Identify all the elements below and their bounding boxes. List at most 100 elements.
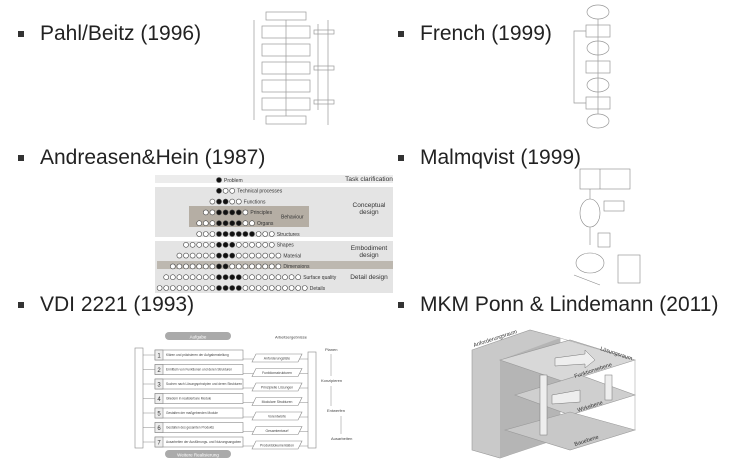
vdi-result-label: Funktionsstrukturen	[262, 371, 292, 375]
concept-node	[222, 188, 229, 194]
level-label: Structures	[277, 232, 300, 238]
bullet-icon	[398, 155, 404, 161]
concept-node	[275, 263, 282, 270]
concept-node	[302, 285, 308, 291]
phase-label: Task clarification	[345, 176, 393, 183]
concept-node	[222, 274, 229, 280]
concept-node	[229, 274, 235, 280]
concept-node	[242, 252, 249, 259]
vdi-phase: Planen	[325, 347, 337, 352]
concept-node	[202, 242, 209, 248]
concept-node	[236, 209, 242, 216]
concept-node	[269, 263, 275, 270]
vdi-start: Aufgabe	[190, 335, 207, 340]
concept-node	[269, 231, 275, 237]
concept-node	[169, 263, 176, 270]
concept-node	[169, 285, 176, 291]
concept-node	[275, 274, 282, 280]
concept-node	[236, 231, 242, 237]
vdi-phase: Entwerfen	[327, 408, 345, 413]
concept-node	[249, 231, 255, 237]
concept-node	[236, 198, 242, 205]
vdi-step-label: Klären und präzisieren der Aufgabenstell…	[166, 353, 229, 357]
vdi-phase: Konzipieren	[321, 378, 342, 383]
bullet-icon	[398, 31, 404, 37]
level-label: Dimensions	[283, 264, 310, 270]
level-label: Surface quality	[303, 275, 337, 281]
concept-node	[209, 274, 216, 280]
phase-label: Detail design	[350, 274, 388, 281]
concept-node	[209, 242, 216, 248]
concept-node	[189, 285, 196, 291]
concept-node	[236, 274, 242, 280]
concept-node	[209, 285, 216, 291]
bullet-icon	[18, 302, 24, 308]
concept-node	[242, 209, 249, 216]
phase-label: Conceptual design	[352, 202, 386, 216]
vdi-step-number: 5	[157, 412, 161, 418]
vdi-step-number: 2	[157, 368, 161, 374]
concept-node	[196, 285, 203, 291]
concept-node	[269, 274, 275, 280]
concept-node	[216, 209, 222, 216]
vdi-step-number: 1	[157, 354, 161, 360]
level-label: Functions	[244, 199, 266, 205]
concept-node	[262, 231, 268, 237]
bullet-icon	[398, 302, 404, 308]
level-label: Details	[310, 286, 326, 292]
vdi-results-header: Arbeitsergebnisse	[275, 335, 308, 340]
concept-node	[262, 285, 268, 291]
concept-node	[236, 263, 242, 270]
concept-node	[216, 231, 222, 237]
vdi-result	[251, 426, 303, 435]
concept-node	[242, 231, 249, 237]
mkm-diagram: Anforderungsraum Lösungsraum Funktionseb…	[471, 329, 637, 459]
vdi-step-number: 6	[157, 426, 161, 432]
vdi-result	[251, 397, 303, 406]
heading-text: VDI 2221 (1993)	[40, 293, 195, 316]
concept-node	[202, 252, 209, 259]
heading-pahl-beitz: Pahl/Beitz (1996)	[18, 22, 201, 46]
concept-node	[163, 285, 169, 291]
concept-node	[262, 263, 268, 270]
concept-node	[216, 220, 222, 227]
level-label: Technical processes	[237, 189, 283, 195]
concept-node	[163, 274, 169, 280]
concept-node	[242, 285, 249, 291]
concept-node	[222, 242, 229, 248]
concept-node	[242, 263, 249, 270]
french-diagram	[573, 4, 611, 129]
concept-node	[255, 274, 262, 280]
vdi-step-label: Ermitteln von Funktionen und deren Struk…	[166, 368, 232, 372]
concept-node	[242, 274, 249, 280]
concept-node	[222, 263, 229, 270]
concept-node	[295, 274, 301, 280]
concept-node	[202, 209, 209, 216]
concept-node	[282, 285, 288, 291]
vdi-2221-diagram: Aufgabe Arbeitsergebnisse Weitere Realis…	[134, 332, 352, 458]
concept-node	[242, 242, 249, 248]
concept-node	[189, 274, 196, 280]
concept-node	[216, 274, 222, 280]
behaviour-label: Behaviour	[281, 215, 304, 221]
concept-node	[216, 188, 222, 194]
vdi-step-label: Gliedern in realisierbare Module	[166, 397, 211, 401]
concept-node	[288, 285, 295, 291]
phase-label: Embodiment design	[350, 245, 388, 259]
concept-node	[216, 177, 222, 183]
concept-node	[196, 242, 203, 248]
level-label: Principles	[250, 210, 272, 216]
concept-node	[183, 274, 189, 280]
concept-node	[216, 285, 222, 291]
concept-node	[229, 252, 235, 259]
heading-text: Andreasen&Hein (1987)	[40, 146, 266, 169]
concept-node	[269, 252, 275, 259]
concept-node	[222, 285, 229, 291]
concept-node	[196, 263, 203, 270]
concept-node	[183, 242, 189, 248]
level-label: Problem	[224, 178, 243, 184]
heading-andreasen-hein: Andreasen&Hein (1987)	[18, 146, 265, 170]
concept-node	[236, 252, 242, 259]
heading-text: Malmqvist (1999)	[420, 146, 582, 169]
